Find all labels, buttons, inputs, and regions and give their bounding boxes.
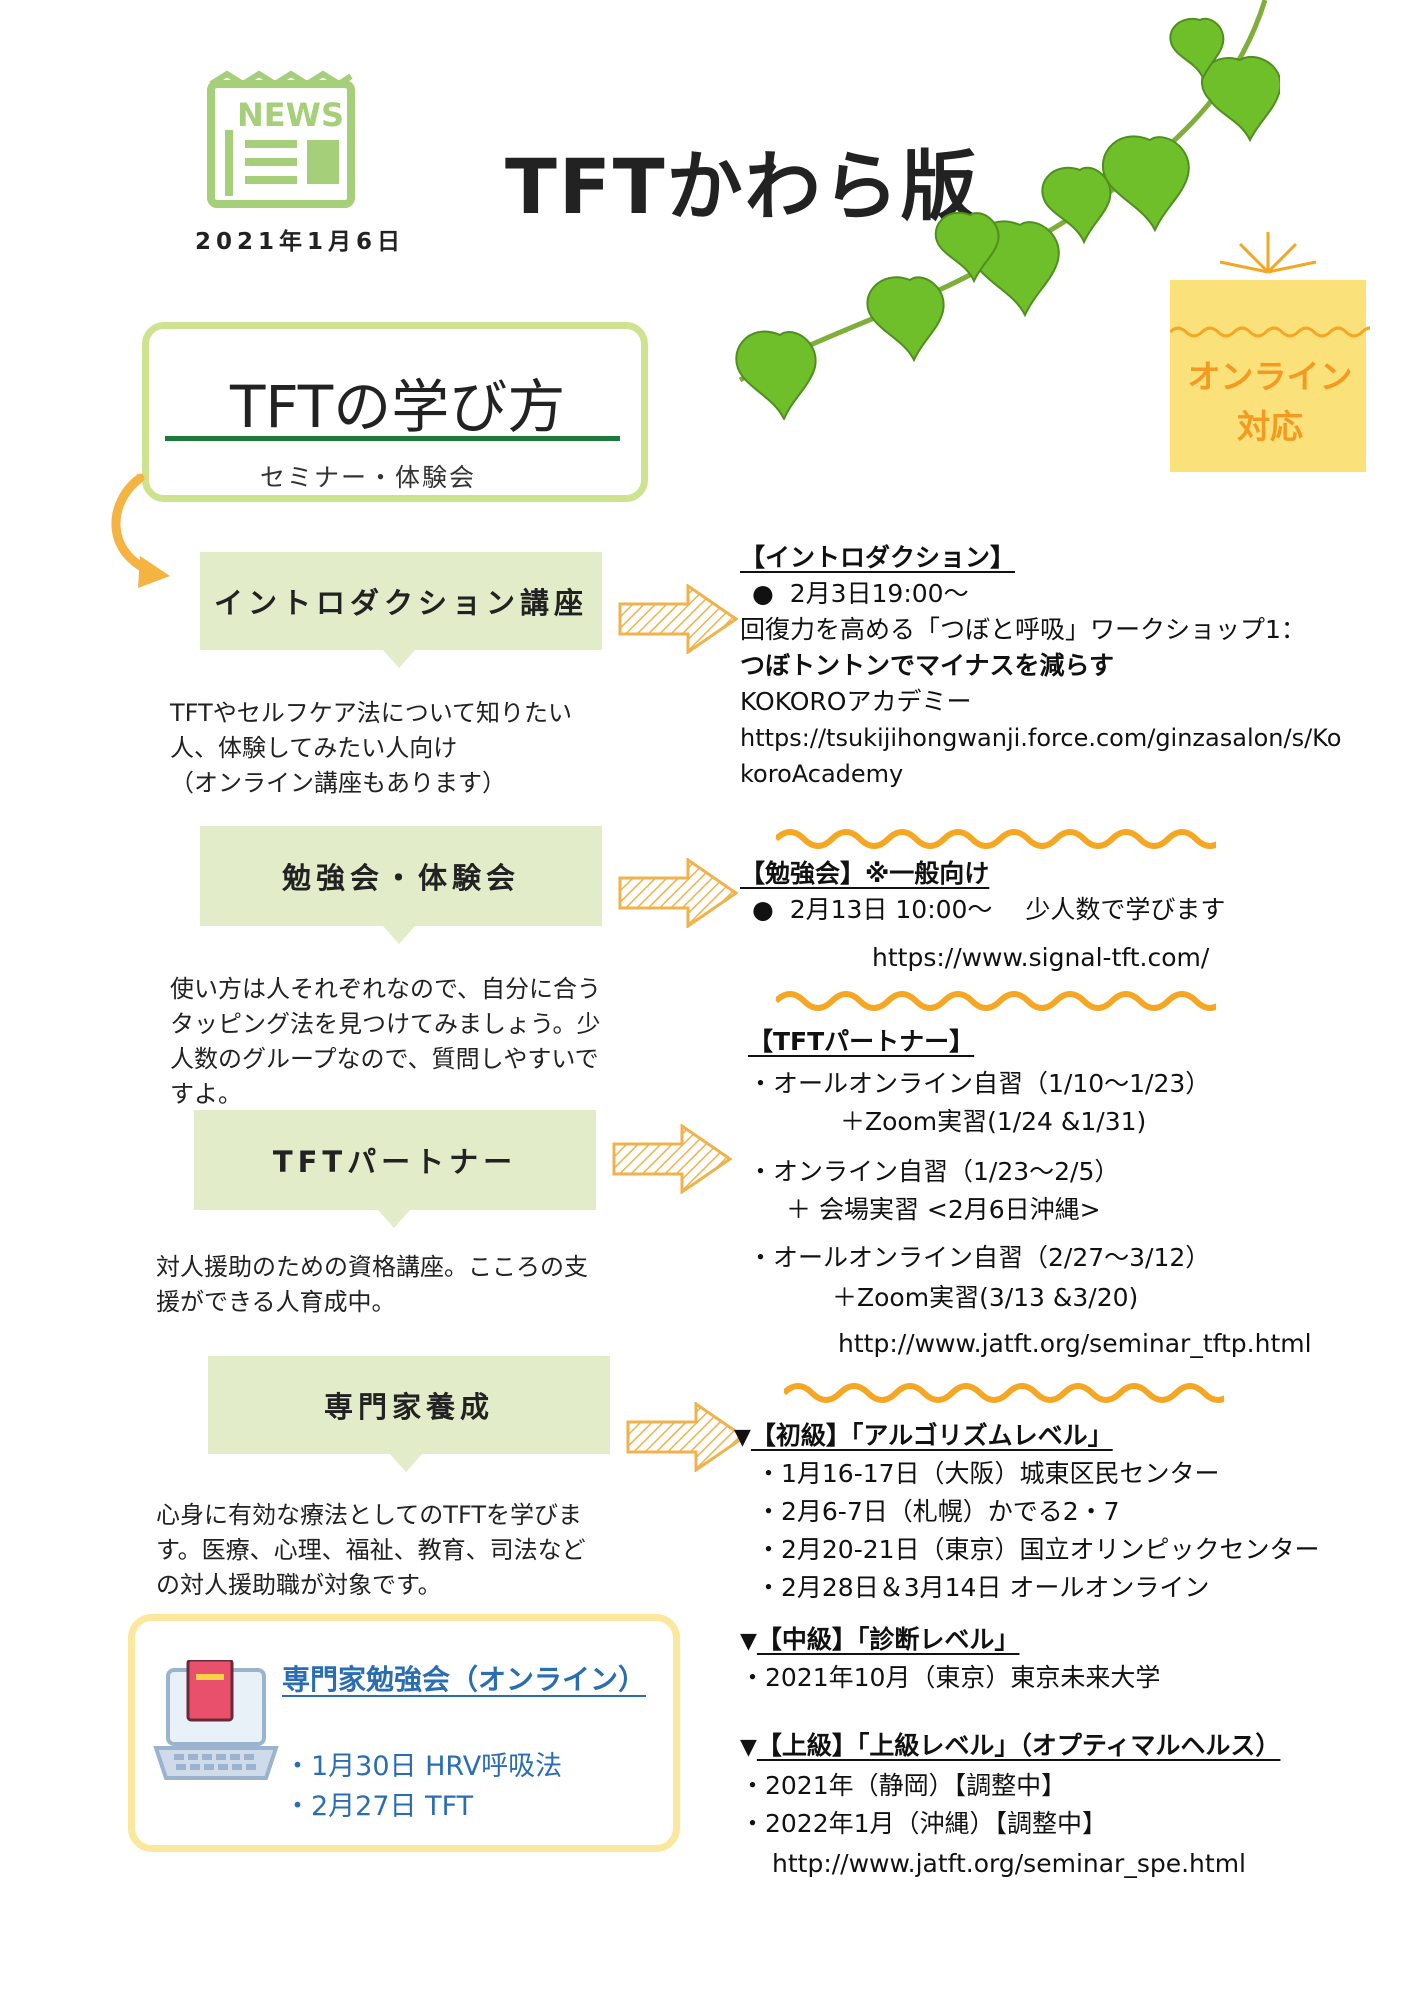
expert-url-link[interactable]: http://www.jatft.org/seminar_spe.html <box>772 1849 1246 1878</box>
news-label: NEWS <box>237 96 344 134</box>
expert-study-item: ・2月27日 TFT <box>284 1791 474 1822</box>
expert-training-description: 心身に有効な療法としてのTFTを学びま す。医療、心理、福祉、教育、司法など の… <box>156 1501 586 1599</box>
ivy-vine-illustration <box>735 0 1280 420</box>
expert-study-title-link[interactable]: 専門家勉強会（オンライン） <box>282 1663 647 1696</box>
partner-item: ・オールオンライン自習（1/10〜1/23） <box>748 1069 1211 1098</box>
basic-level-item: ・2月6-7日（札幌）かでる2・7 <box>756 1497 1120 1526</box>
category-introduction: イントロダクション講座 <box>200 552 602 650</box>
partner-item: ・オールオンライン自習（2/27〜3/12） <box>748 1243 1211 1272</box>
curved-arrow-icon <box>111 473 170 588</box>
basic-level-item: ・2月28日＆3月14日 オールオンライン <box>756 1573 1210 1602</box>
intro-line: KOKOROアカデミー <box>740 687 972 716</box>
box-pointer <box>378 1210 410 1228</box>
online-badge <box>1170 232 1370 472</box>
box-pointer <box>383 926 415 944</box>
page-title: TFTかわら版 <box>505 142 979 231</box>
study-session-description: 使い方は人それぞれなので、自分に合う タッピング法を見つけてみましょう。少 人数… <box>170 975 602 1108</box>
arrow-right-icon <box>618 858 738 928</box>
study-bullet: ● 2月13日 10:00〜 少人数で学びます <box>752 895 1226 924</box>
intro-url-link[interactable]: https://tsukijihongwanji.force.com/ginza… <box>740 724 1342 752</box>
mid-level-heading: ▼【中級】「診断レベル」 <box>740 1625 1020 1654</box>
wave-divider <box>776 829 1216 849</box>
how-to-learn-subtitle: セミナー・体験会 <box>260 463 477 492</box>
category-tft-partner: TFTパートナー <box>194 1110 596 1210</box>
basic-level-item: ・1月16-17日（大阪）城東区民センター <box>756 1459 1220 1488</box>
box-pointer <box>390 1454 422 1472</box>
triangle-icon: ▼ <box>734 1425 751 1450</box>
intro-heading: 【イントロダクション】 <box>740 543 1016 572</box>
news-icon <box>207 70 355 208</box>
advanced-level-item: ・2022年1月（沖縄）【調整中】 <box>740 1809 1108 1838</box>
expert-study-item: ・1月30日 HRV呼吸法 <box>284 1751 563 1782</box>
tft-partner-description: 対人援助のための資格講座。こころの支 援ができる人育成中。 <box>156 1253 588 1316</box>
partner-item: ＋Zoom実習(3/13 &3/20) <box>832 1283 1139 1312</box>
intro-line: つぼトントンでマイナスを減らす <box>740 651 1115 680</box>
partner-item: ・オンライン自習（1/23〜2/5） <box>748 1157 1120 1186</box>
triangle-icon: ▼ <box>740 1735 757 1760</box>
intro-line: 回復力を高める「つぼと呼吸」ワークショップ1： <box>740 615 1306 644</box>
wave-divider <box>784 1383 1224 1403</box>
how-to-learn-frame <box>142 322 648 502</box>
study-url-link[interactable]: https://www.signal-tft.com/ <box>872 943 1210 972</box>
arrow-right-icon <box>618 584 738 654</box>
online-badge-label: オンライン 対応 <box>1187 357 1353 446</box>
category-expert-training: 専門家養成 <box>208 1356 610 1454</box>
basic-level-item: ・2月20-21日（東京）国立オリンピックセンター <box>756 1535 1320 1564</box>
partner-item: ＋Zoom実習(1/24 &1/31) <box>840 1107 1147 1136</box>
partner-heading: 【TFTパートナー】 <box>748 1027 975 1056</box>
issue-date: 2021年1月6日 <box>195 229 406 255</box>
expert-study-frame <box>128 1614 680 1852</box>
title-underline <box>165 436 620 441</box>
study-heading: 【勉強会】※一般向け <box>740 859 990 888</box>
basic-level-heading: ▼【初級】「アルゴリズムレベル」 <box>734 1421 1113 1450</box>
arrow-right-icon <box>626 1402 746 1472</box>
intro-bullet: ● 2月3日19:00〜 <box>752 579 969 608</box>
how-to-learn-title: TFTの学び方 <box>230 373 566 441</box>
partner-url-link[interactable]: http://www.jatft.org/seminar_tftp.html <box>838 1329 1312 1358</box>
laptop-book-icon <box>153 1660 279 1780</box>
mid-level-item: ・2021年10月（東京）東京未来大学 <box>740 1663 1161 1692</box>
introduction-description: TFTやセルフケア法について知りたい 人、体験してみたい人向け （オンライン講座… <box>170 699 572 797</box>
advanced-level-item: ・2021年（静岡）【調整中】 <box>740 1771 1067 1800</box>
category-study-session: 勉強会・体験会 <box>200 826 602 926</box>
advanced-level-heading: ▼【上級】「上級レベル」（オプティマルヘルス） <box>740 1731 1281 1760</box>
wave-divider <box>776 991 1216 1011</box>
intro-url-link[interactable]: koroAcademy <box>740 760 904 788</box>
arrow-right-icon <box>612 1124 732 1194</box>
partner-item: ＋ 会場実習 <2月6日沖縄> <box>786 1195 1101 1224</box>
triangle-icon: ▼ <box>740 1629 757 1654</box>
box-pointer <box>383 650 415 668</box>
